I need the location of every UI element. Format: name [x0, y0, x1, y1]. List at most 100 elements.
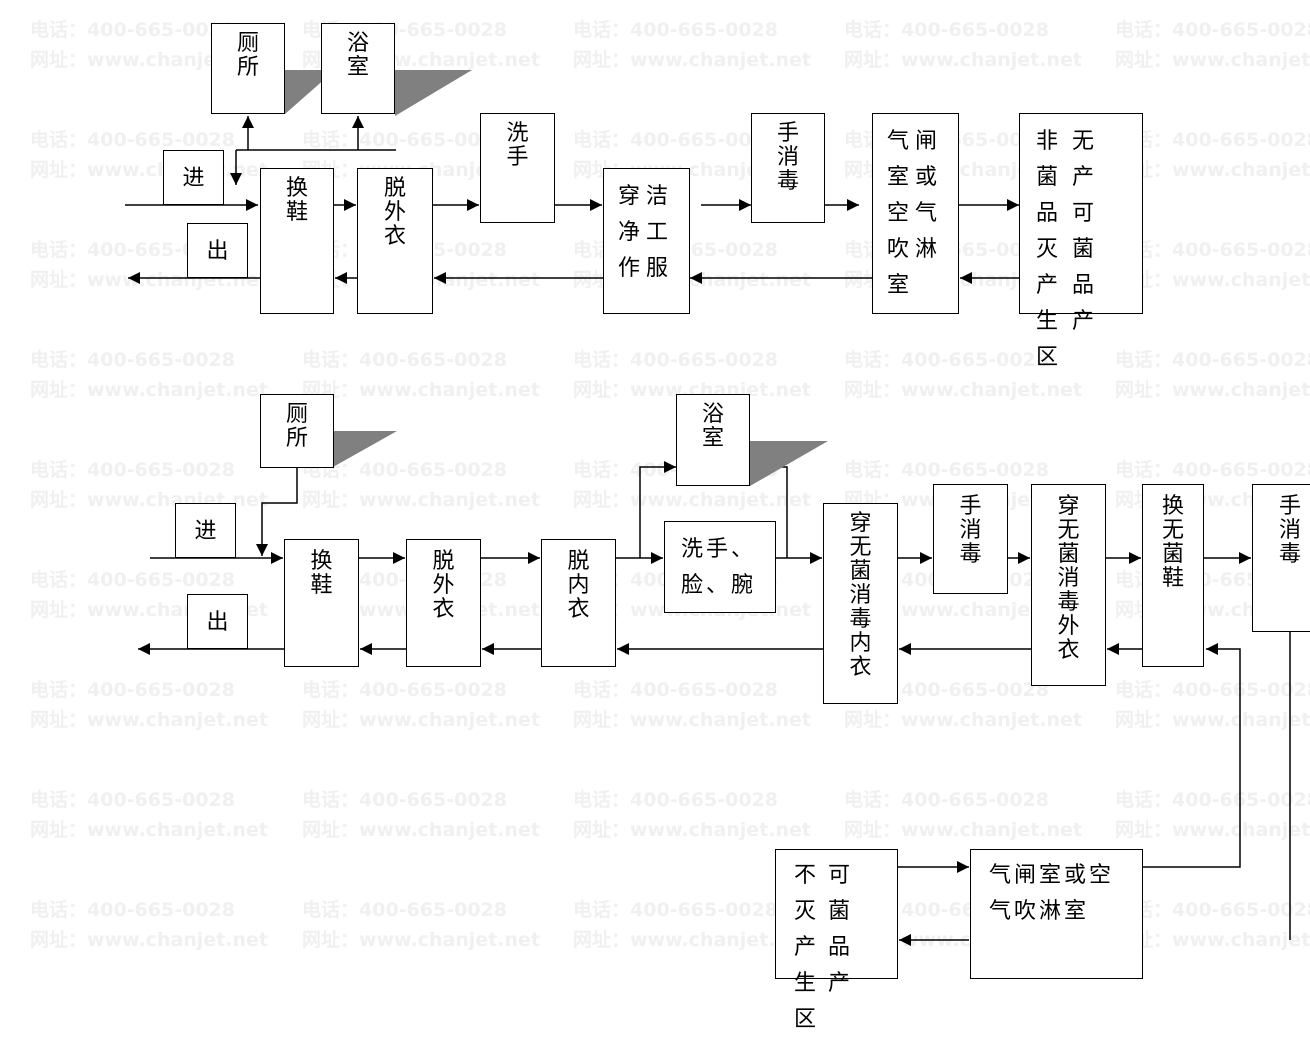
char: 进	[194, 519, 217, 544]
char: 消	[1057, 566, 1080, 591]
wash-box-bottom: 洗手、脸、腕	[664, 521, 776, 613]
char: 所	[236, 55, 259, 80]
char: 消	[849, 583, 872, 608]
wear-sterile-inner-label: 穿无菌消毒内衣	[824, 512, 897, 680]
hand-disinfect-box-bottom-1: 手消毒	[933, 484, 1008, 594]
change-shoes-box-top: 换鞋	[260, 168, 334, 314]
char: 脱	[432, 549, 455, 574]
wear-sterile-outer-box: 穿无菌消毒外衣	[1031, 484, 1106, 686]
change-shoes-box-bottom: 换鞋	[284, 539, 359, 667]
char: 毒	[849, 607, 872, 632]
char: 鞋	[310, 573, 333, 598]
shadow-toilet-bottom	[333, 431, 397, 467]
char: 浴	[346, 31, 369, 56]
char: 毒	[1057, 590, 1080, 615]
char: 厕	[236, 31, 259, 56]
char: 换	[310, 549, 333, 574]
remove-outer-label: 脱外衣	[358, 177, 432, 249]
hand-disinfect-label-b1: 手消毒	[934, 495, 1007, 567]
char: 消	[959, 518, 982, 543]
change-sterile-shoes-box: 换无菌鞋	[1142, 484, 1204, 667]
char: 毒	[1278, 542, 1301, 567]
toilet-label: 厕所	[212, 32, 284, 80]
remove-outer-box-top: 脱外衣	[357, 168, 433, 314]
char: 厕	[285, 402, 308, 427]
char: 进	[182, 166, 205, 191]
char: 鞋	[1161, 566, 1184, 591]
toilet-box-bottom: 厕所	[260, 394, 334, 468]
char: 手	[959, 494, 982, 519]
char: 无	[1057, 518, 1080, 543]
char: 换	[285, 176, 308, 201]
airlock-box-top: 气闸室或空气吹淋室	[872, 113, 959, 314]
char: 出	[206, 610, 229, 635]
char: 手	[506, 145, 529, 170]
char: 外	[383, 200, 406, 225]
char: 内	[849, 631, 872, 656]
hand-disinfect-box-bottom-2: 手消毒	[1252, 484, 1310, 632]
char: 衣	[1057, 638, 1080, 663]
enter-box-bottom: 进	[175, 503, 236, 558]
char: 浴	[701, 402, 724, 427]
wear-sterile-outer-label: 穿无菌消毒外衣	[1032, 495, 1105, 663]
char: 消	[1278, 518, 1301, 543]
wear-clean-box-top: 穿洁净工作服	[603, 168, 690, 314]
change-shoes-label-b: 换鞋	[285, 550, 358, 598]
char: 穿	[1057, 494, 1080, 519]
char: 菌	[849, 559, 872, 584]
char: 室	[701, 426, 724, 451]
airlock-box-bottom: 气闸室或空气吹淋室	[970, 849, 1143, 979]
return-airlock-right-b	[1142, 643, 1241, 868]
char: 衣	[432, 597, 455, 622]
shadow-bath-top	[395, 70, 472, 116]
char: 洗	[506, 121, 529, 146]
hand-disinfect-box-top: 手消毒	[751, 113, 825, 223]
char: 鞋	[285, 200, 308, 225]
char: 消	[776, 145, 799, 170]
char: 脱	[383, 176, 406, 201]
char: 毒	[776, 169, 799, 194]
char: 室	[346, 55, 369, 80]
char: 菌	[1057, 542, 1080, 567]
char: 内	[567, 573, 590, 598]
change-sterile-shoes-label: 换无菌鞋	[1143, 495, 1203, 591]
char: 所	[285, 426, 308, 451]
char: 换	[1161, 494, 1184, 519]
remove-inner-box-bottom: 脱内衣	[541, 539, 616, 667]
enter-label: 进	[164, 167, 223, 191]
toilet-box-top: 厕所	[211, 23, 285, 114]
char: 出	[206, 239, 229, 264]
remove-outer-box-bottom: 脱外衣	[406, 539, 481, 667]
non-sterile-area-box-top: 非无菌产品可灭菌产品生产区	[1019, 113, 1143, 370]
non-sterile-area-label: 非无菌产品可灭菌产品生产区	[1036, 129, 1109, 370]
hand-disinfect-label: 手消毒	[752, 122, 824, 194]
exit-box-bottom: 出	[187, 594, 248, 649]
char: 菌	[1161, 542, 1184, 567]
char: 穿	[849, 511, 872, 536]
remove-outer-label-b: 脱外衣	[407, 550, 480, 622]
airlock-label: 气闸室或空气吹淋室	[887, 129, 944, 298]
char: 外	[1057, 614, 1080, 639]
exit-label: 出	[188, 240, 247, 264]
non-terminal-area-box: 不可灭菌产品生产区	[775, 849, 898, 1032]
wash-label-b: 洗手、脸、腕	[681, 537, 757, 598]
change-shoes-label: 换鞋	[261, 177, 333, 225]
exit-label-b: 出	[188, 611, 247, 635]
char: 衣	[849, 655, 872, 680]
connector-lines	[125, 70, 1291, 946]
hand-disinfect-label-b2: 手消毒	[1253, 495, 1310, 567]
char: 衣	[567, 597, 590, 622]
char: 手	[1278, 494, 1301, 519]
char: 无	[849, 535, 872, 560]
airlock-label-b: 气闸室或空气吹淋室	[989, 863, 1115, 924]
char: 外	[432, 573, 455, 598]
bath-label: 浴室	[322, 32, 394, 80]
non-terminal-area-label: 不可灭菌产品生产区	[794, 863, 863, 1032]
enter-label-b: 进	[176, 520, 235, 544]
arrow-to-bath-b	[639, 461, 676, 558]
char: 无	[1161, 518, 1184, 543]
enter-box-top: 进	[163, 150, 224, 205]
bath-label-b: 浴室	[677, 403, 749, 451]
wear-clean-label: 穿洁净工作服	[618, 184, 675, 281]
